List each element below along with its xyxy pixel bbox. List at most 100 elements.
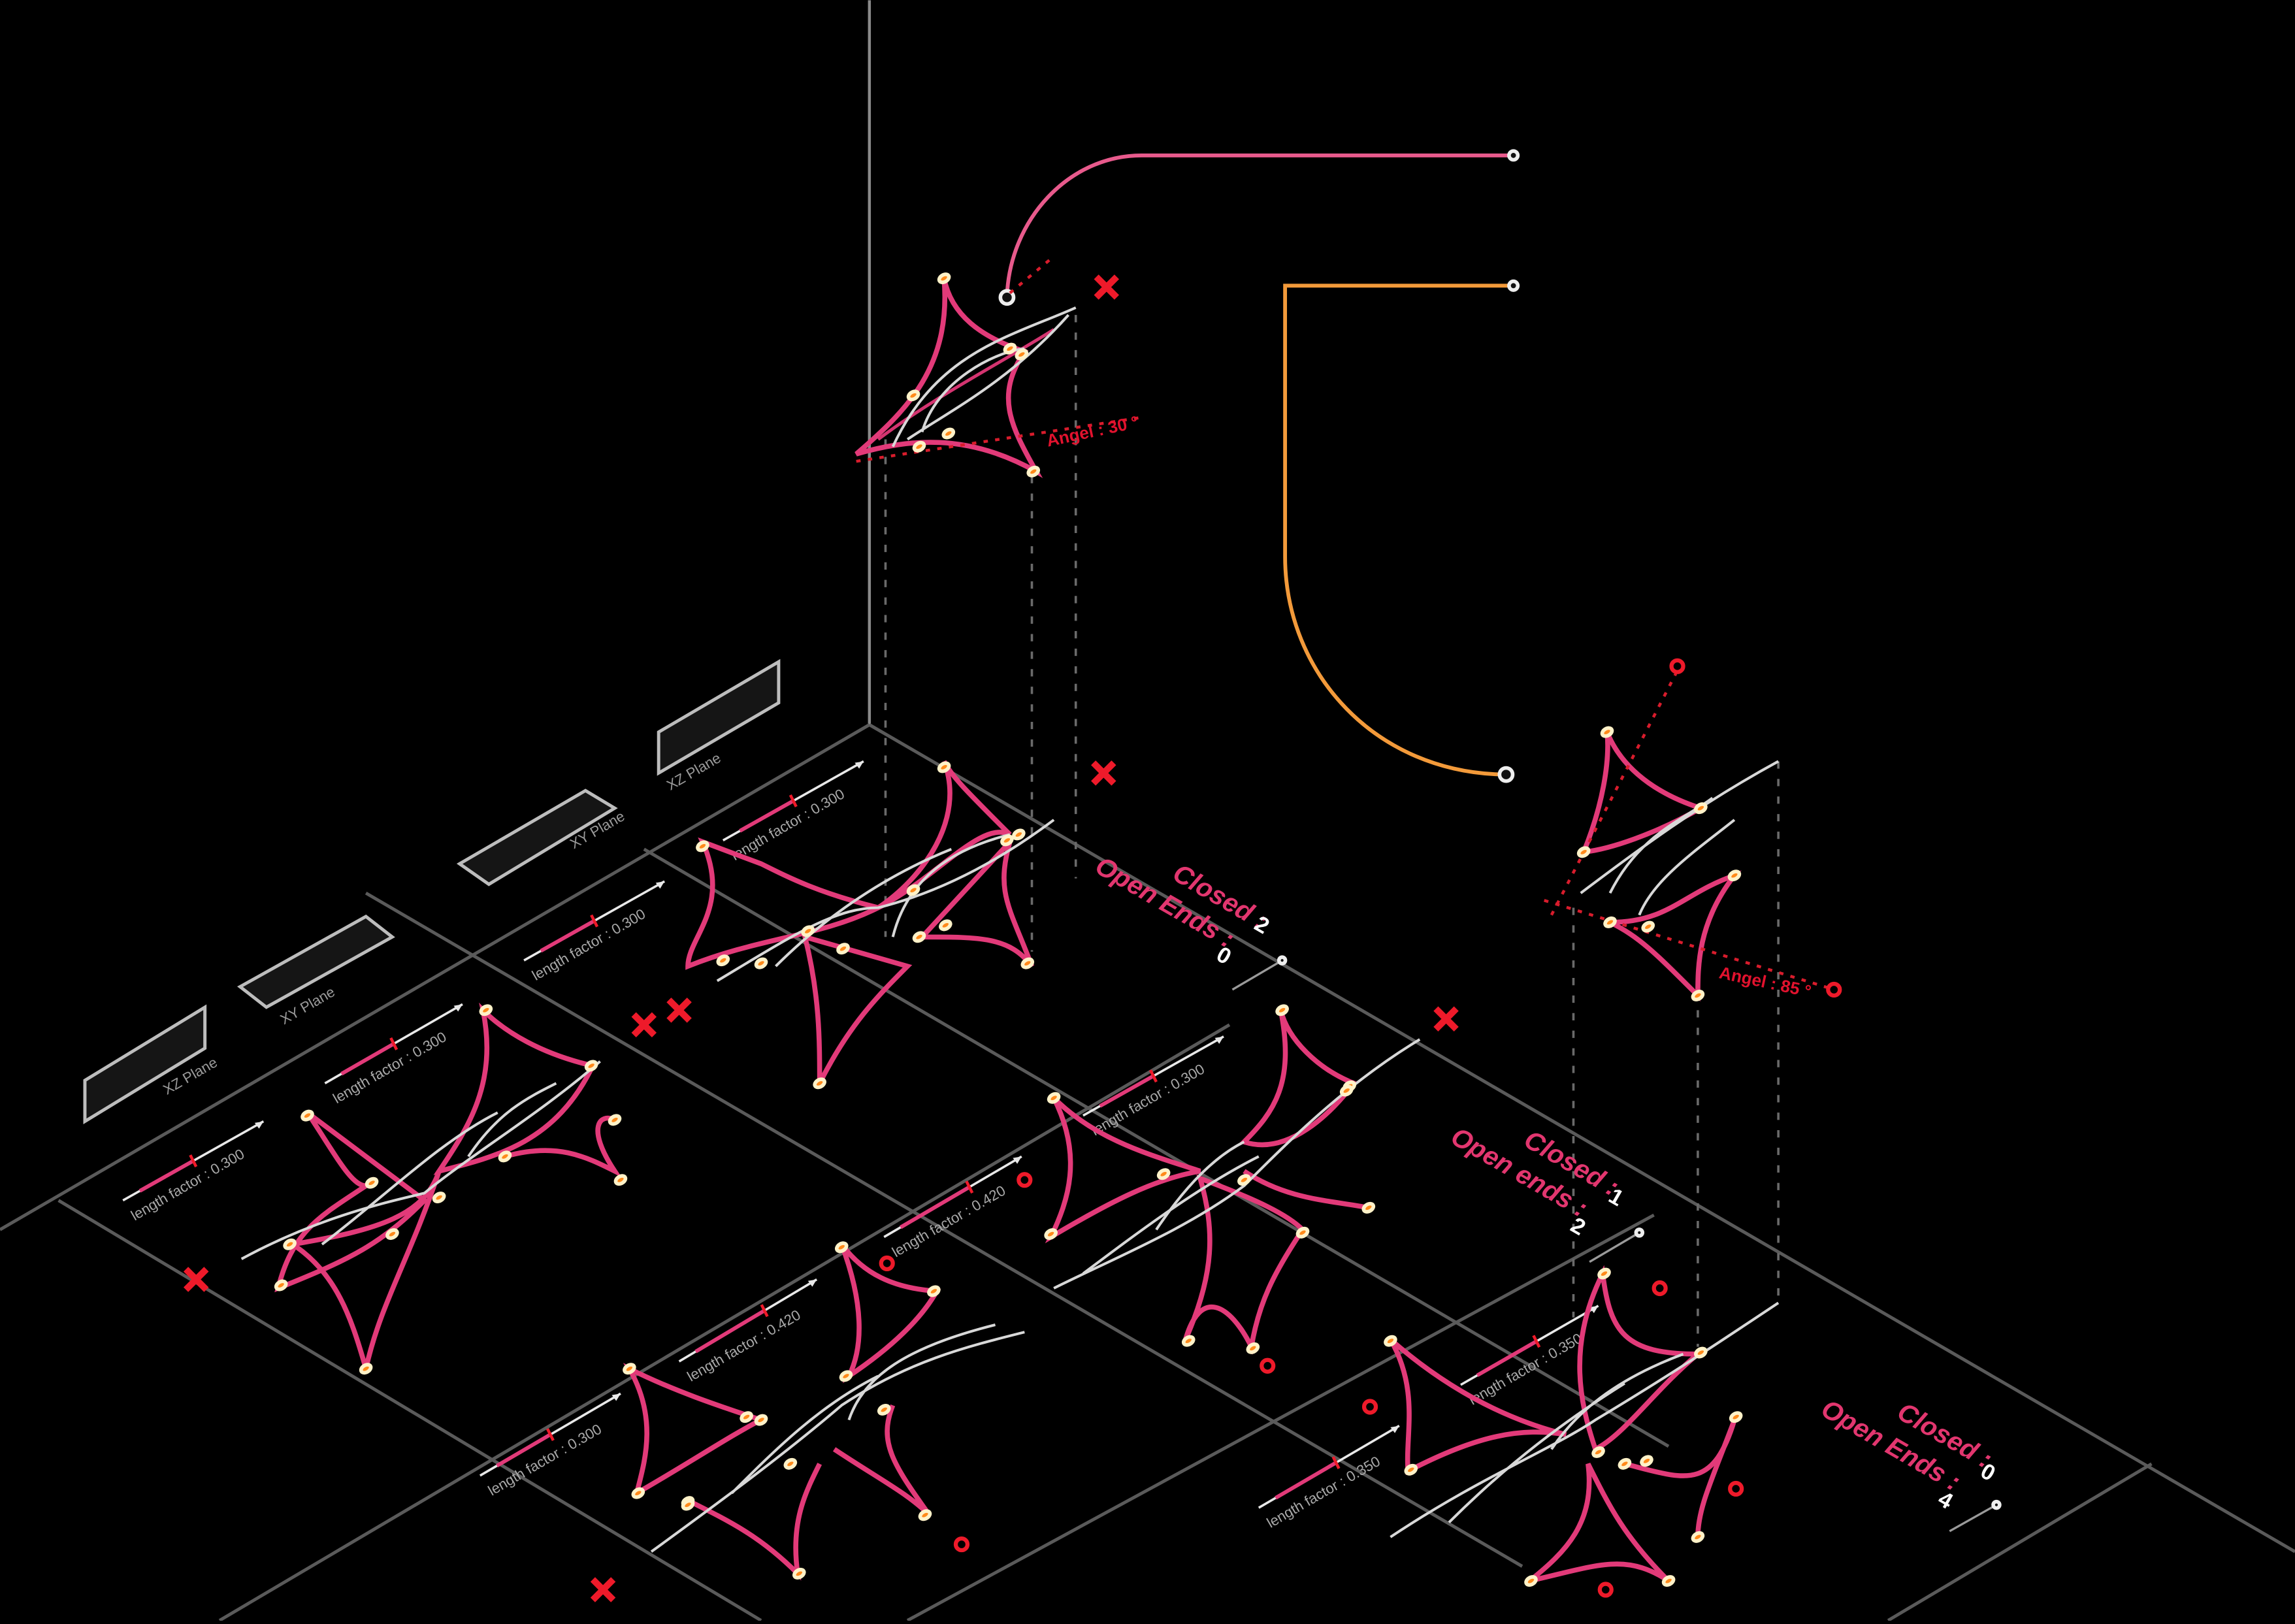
xz-plane-shape — [83, 1004, 207, 1124]
open-end-circle-icon — [1260, 1357, 1276, 1374]
slider-fill — [540, 919, 596, 953]
joint-node — [877, 1403, 891, 1416]
connector-end-node — [1507, 279, 1520, 292]
grid-line — [0, 723, 871, 1231]
length-factor-slider[interactable]: length factor : 0.420 — [678, 1278, 818, 1385]
joint-node — [613, 1174, 628, 1186]
joint-node — [937, 761, 951, 773]
open-end-circle-icon — [1826, 981, 1842, 998]
joint-node — [906, 884, 920, 896]
joint-node — [1727, 869, 1742, 882]
joint-node — [1237, 1174, 1251, 1186]
slider-fill — [1275, 1461, 1337, 1500]
slider-handle[interactable] — [760, 1304, 769, 1318]
slider-handle[interactable] — [965, 1180, 974, 1194]
joint-node — [716, 954, 730, 967]
length-factor-slider[interactable]: length factor : 0.350 — [1258, 1425, 1400, 1531]
joint-node — [754, 1414, 768, 1426]
joint-node — [1026, 465, 1041, 478]
joint-node — [1597, 1267, 1611, 1280]
joint-node — [359, 1363, 373, 1375]
open-ends-value: 4 — [1934, 1486, 1957, 1514]
length-factor-slider[interactable]: length factor : 0.300 — [523, 880, 666, 984]
joint-node — [365, 1177, 379, 1189]
x-marker-icon — [1433, 1006, 1459, 1032]
grid-line — [906, 1213, 1655, 1622]
x-marker-icon — [666, 998, 692, 1023]
xy-plane-shape — [456, 788, 618, 886]
slider-arrow-icon — [1214, 1036, 1224, 1044]
open-end-circle-icon — [1361, 1399, 1378, 1415]
grid-line — [868, 723, 2295, 1553]
joint-node — [1246, 1342, 1260, 1354]
slider-handle[interactable] — [545, 1428, 555, 1442]
joint-node — [301, 1109, 314, 1122]
joint-node — [623, 1363, 636, 1375]
slider-handle[interactable] — [590, 914, 599, 928]
open-end-circle-icon — [1017, 1172, 1033, 1188]
joint-node — [1694, 1346, 1708, 1359]
slider-fill — [1476, 1339, 1538, 1377]
cluster-bottom-right — [1388, 1265, 1780, 1583]
length-factor-label: length factor : 0.350 — [1466, 1330, 1585, 1408]
joint-node — [1156, 1168, 1171, 1180]
grid-line — [643, 847, 1670, 1448]
length-factor-label: length factor : 0.300 — [485, 1421, 604, 1499]
connector-end-node — [1497, 766, 1515, 783]
x-marker-icon — [1094, 274, 1120, 300]
grid-line — [1887, 1462, 2153, 1622]
joint-nodes — [274, 272, 1743, 1587]
joint-node — [912, 931, 926, 943]
open-end-circle-icon — [1597, 1582, 1614, 1598]
length-factor-slider[interactable]: length factor : 0.300 — [122, 1120, 265, 1224]
slider-handle[interactable] — [389, 1037, 399, 1050]
joint-node — [385, 1228, 399, 1241]
joint-node — [839, 1370, 853, 1382]
slider-arrow-icon — [655, 881, 665, 889]
joint-node — [1044, 1228, 1058, 1241]
cluster-center — [1045, 1009, 1421, 1355]
joint-node — [1661, 1575, 1676, 1587]
x-marker-icon — [590, 1577, 616, 1602]
length-factor-slider[interactable]: length factor : 0.300 — [324, 1003, 463, 1107]
slider-fill — [739, 799, 794, 833]
joint-node — [906, 389, 920, 402]
joint-node — [1641, 920, 1655, 933]
slider-handle[interactable] — [1532, 1335, 1541, 1348]
slider-handle[interactable] — [1331, 1456, 1341, 1470]
length-factor-label: length factor : 0.300 — [330, 1028, 449, 1107]
joint-node — [1576, 846, 1591, 858]
length-factor-slider[interactable]: length factor : 0.300 — [722, 760, 864, 864]
xz-plane-shape — [657, 658, 781, 776]
joint-node — [1047, 1092, 1061, 1104]
length-factor-label: length factor : 0.300 — [128, 1146, 247, 1224]
joint-node — [754, 957, 768, 969]
joint-node — [1603, 916, 1617, 928]
slider-arrow-icon — [453, 1004, 463, 1012]
joint-node — [1691, 1531, 1705, 1543]
joint-node — [801, 925, 815, 937]
length-factor-slider[interactable]: length factor : 0.300 — [1082, 1035, 1224, 1139]
slider-fill — [496, 1433, 551, 1468]
open-end-circle-icon — [879, 1255, 895, 1272]
open-end-circle-icon — [1728, 1480, 1744, 1497]
slider-arrow-icon — [254, 1121, 264, 1129]
length-factor-label: length factor : 0.420 — [889, 1182, 1008, 1261]
slider-handle[interactable] — [189, 1154, 198, 1168]
length-factor-slider[interactable]: length factor : 0.300 — [479, 1392, 621, 1499]
joint-node — [1591, 1446, 1605, 1458]
length-factor-label: length factor : 0.300 — [529, 905, 648, 984]
joint-node — [1003, 342, 1017, 355]
joint-node — [1020, 957, 1035, 969]
joint-node — [1640, 1455, 1653, 1467]
joint-node — [1015, 348, 1029, 361]
joint-node — [1618, 1457, 1632, 1470]
joint-node — [834, 1241, 849, 1254]
stats-block-2: Closed : 1 Open ends : 2 — [1446, 1121, 1645, 1263]
slider-handle[interactable] — [789, 794, 798, 807]
length-factor-label: length factor : 0.350 — [1264, 1453, 1383, 1531]
slider-handle[interactable] — [1148, 1069, 1158, 1083]
connector-curve-pink — [1005, 153, 1514, 297]
